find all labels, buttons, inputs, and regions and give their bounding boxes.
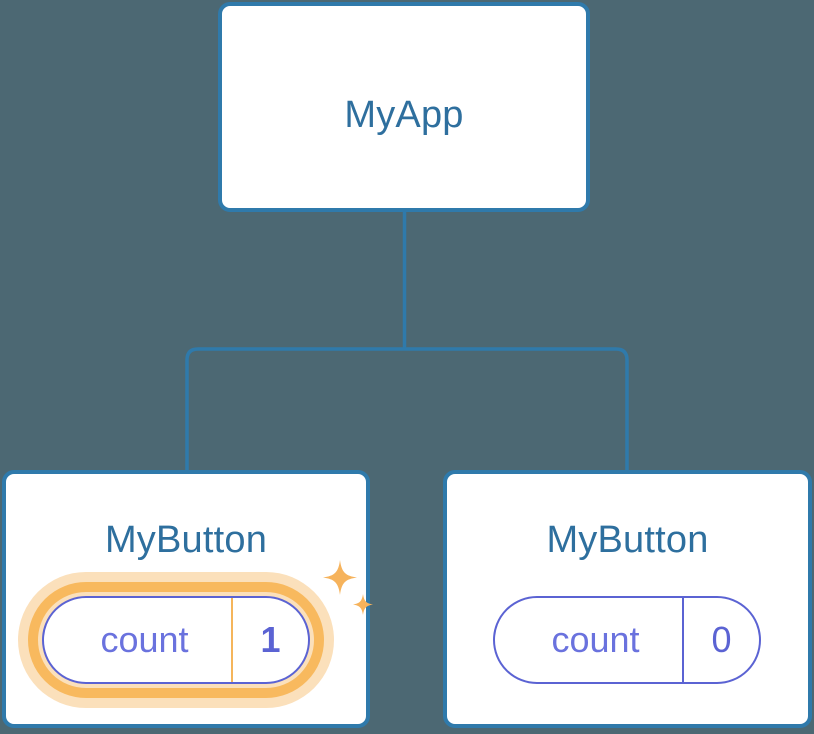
state-badge-highlighted[interactable]: count 1 [18, 560, 373, 708]
highlight-ring [28, 582, 324, 698]
component-title: MyButton [104, 519, 268, 561]
component-card-child-2[interactable]: MyButton count 0 [443, 470, 812, 728]
state-value: 0 [682, 598, 759, 682]
connector-right-branch [404, 347, 629, 472]
connector-left-branch [185, 347, 405, 472]
state-pill[interactable]: count 0 [493, 596, 761, 684]
component-card-child-1[interactable]: MyButton count 1 [2, 470, 373, 728]
state-value: 1 [231, 598, 308, 682]
component-card-root[interactable]: MyApp [218, 2, 590, 212]
state-key: count [100, 619, 189, 660]
sparkle-icon [323, 560, 357, 595]
state-badge[interactable]: count 0 [493, 596, 761, 684]
component-title: MyButton [546, 519, 709, 561]
component-title: MyApp [344, 94, 464, 136]
sparkle-small-icon [353, 594, 373, 615]
state-key: count [551, 619, 640, 660]
state-pill[interactable]: count 1 [42, 596, 310, 684]
